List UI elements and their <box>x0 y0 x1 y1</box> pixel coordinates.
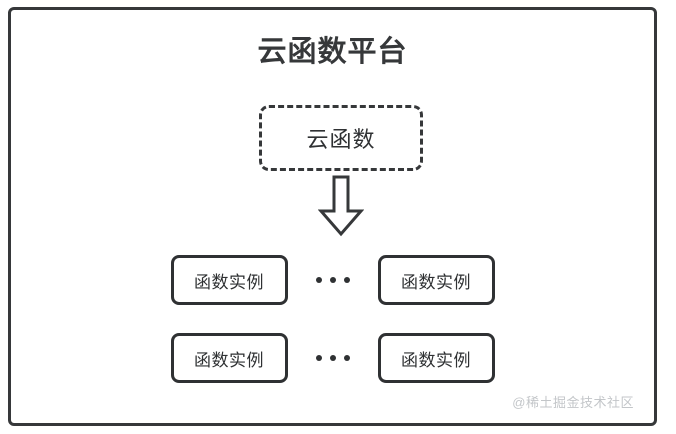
function-instance-label: 函数实例 <box>401 272 471 292</box>
down-block-arrow-icon <box>317 175 365 237</box>
ellipsis-dot <box>315 277 322 283</box>
function-instance-row: 函数实例 函数实例 <box>11 255 654 305</box>
function-instance-label: 函数实例 <box>194 350 264 370</box>
ellipsis-separator-icon <box>288 355 378 361</box>
ellipsis-dot <box>329 277 336 283</box>
function-instance-label: 函数实例 <box>401 350 471 370</box>
ellipsis-dot <box>343 277 350 283</box>
ellipsis-dot <box>343 355 350 361</box>
cloud-function-node: 云函数 <box>259 105 423 171</box>
cloud-function-node-label: 云函数 <box>306 127 376 152</box>
page-title: 云函数平台 <box>257 36 408 68</box>
ellipsis-separator-icon <box>288 277 378 283</box>
function-instance-row: 函数实例 函数实例 <box>11 333 654 383</box>
cloud-function-platform-container: 云函数平台 云函数 函数实例 函数实例 <box>8 7 657 426</box>
ellipsis-dot <box>315 355 322 361</box>
function-instance-box: 函数实例 <box>170 333 288 383</box>
watermark: @稀土掘金技术社区 <box>512 395 634 410</box>
function-instance-box: 函数实例 <box>170 255 288 305</box>
function-instance-label: 函数实例 <box>194 272 264 292</box>
function-instance-grid: 函数实例 函数实例 函数实例 <box>11 255 654 411</box>
function-instance-box: 函数实例 <box>377 333 495 383</box>
function-instance-box: 函数实例 <box>377 255 495 305</box>
ellipsis-dot <box>329 355 336 361</box>
